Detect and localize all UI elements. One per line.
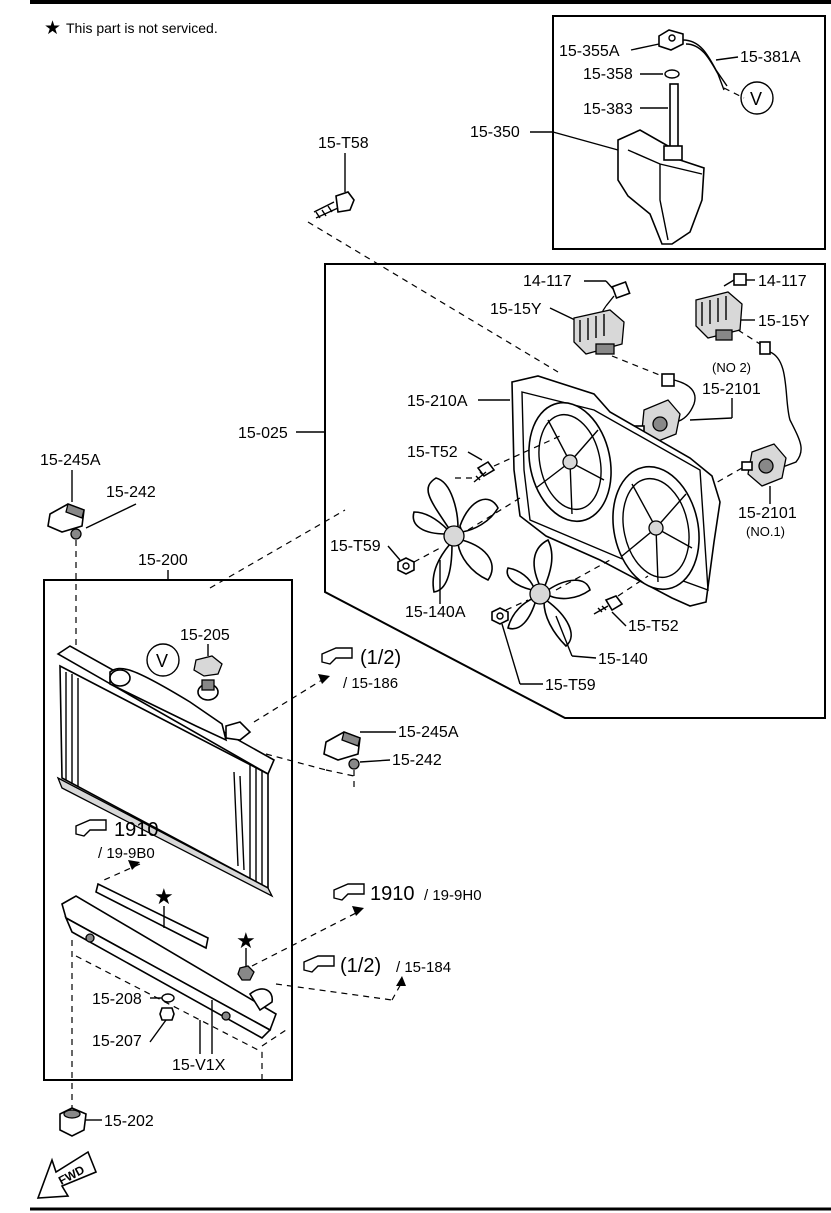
- label-15-V1X: 15-V1X: [172, 1057, 226, 1074]
- label-15-358: 15-358: [583, 66, 633, 83]
- label-15-383: 15-383: [583, 101, 633, 118]
- label-15-205: 15-205: [180, 627, 230, 644]
- ref-19-9B0[interactable]: 1910 / 19-9B0: [75, 819, 159, 862]
- screw-15-T52-a: [473, 460, 496, 483]
- label-15-242-a: 15-242: [106, 484, 156, 501]
- label-15-15Y-a: 15-15Y: [490, 301, 542, 318]
- ref-15-186-sub: / 15-186: [343, 675, 398, 692]
- oring-15-208: [161, 993, 175, 1003]
- mount-bushing-15-245A-b: [323, 731, 361, 761]
- ref-15-186-main: (1/2): [360, 647, 401, 669]
- label-15-140: 15-140: [598, 651, 648, 668]
- label-15-207: 15-207: [92, 1033, 142, 1050]
- wire-harness-no2: [673, 379, 696, 423]
- radiator-core: [56, 645, 276, 898]
- label-15-242-b: 15-242: [392, 752, 442, 769]
- fan-relay-b: [695, 291, 743, 341]
- fan-motor-no2: [633, 399, 681, 443]
- ref-15-184-sub: / 15-184: [396, 959, 451, 976]
- collar-15-242-a: [70, 528, 82, 540]
- mount-bushing-15-245A-a: [47, 503, 85, 533]
- connector-a: [661, 373, 675, 387]
- fwd-arrow-icon: FWD: [36, 1150, 98, 1199]
- v-mark-reservoir: [740, 81, 774, 115]
- label-no2: (NO 2): [712, 360, 751, 375]
- lower-mount-cushion-15-202: [59, 1107, 87, 1137]
- label-15-T59-b: 15-T59: [545, 677, 596, 694]
- label-15-140A: 15-140A: [405, 604, 466, 621]
- label-15-15Y-b: 15-15Y: [758, 313, 810, 330]
- star-icon: ★: [44, 18, 61, 39]
- star-icon-a: ★: [154, 884, 174, 909]
- label-14-117-a: 14-117: [523, 273, 572, 290]
- reservoir-cap: [658, 29, 728, 91]
- label-15-381A: 15-381A: [740, 49, 801, 66]
- ref-19-9B0-main: 1910: [114, 819, 159, 841]
- level-gauge: [669, 83, 679, 155]
- label-15-355A: 15-355A: [559, 43, 620, 60]
- collar-15-242-b: [348, 758, 360, 770]
- label-no1: (NO.1): [746, 524, 785, 539]
- label-15-T52-a: 15-T52: [407, 444, 458, 461]
- v-mark-radiator-text: V: [156, 651, 168, 671]
- pointing-hand-icon: [321, 647, 353, 665]
- label-15-208: 15-208: [92, 991, 142, 1008]
- v-mark-radiator: [146, 643, 180, 677]
- drain-seal-star: [237, 965, 255, 981]
- ref-19-9H0-main: 1910: [370, 883, 415, 905]
- nut-15-T59-b: [491, 607, 509, 625]
- fan-relay-a: [573, 309, 625, 355]
- connector-b: [759, 341, 771, 355]
- label-15-202: 15-202: [104, 1113, 154, 1130]
- pointing-hand-icon: [75, 819, 107, 837]
- radiator-lower-tank: [61, 882, 277, 1039]
- drain-plug-15-207: [159, 1007, 175, 1021]
- screw-14-117-b: [723, 273, 747, 287]
- label-15-245A-b: 15-245A: [398, 724, 459, 741]
- oring-15-358: [664, 69, 680, 79]
- label-15-210A: 15-210A: [407, 393, 468, 410]
- screw-15-T52-b: [593, 595, 624, 615]
- fan-motor-no1: [741, 443, 787, 487]
- screw-14-117-a: [605, 280, 631, 307]
- ref-19-9B0-sub: / 19-9B0: [98, 845, 155, 862]
- star-icon-b: ★: [236, 928, 256, 953]
- label-14-117-b: 14-117: [758, 273, 807, 290]
- label-15-T59-a: 15-T59: [330, 538, 381, 555]
- wire-harness-no1: [769, 351, 802, 469]
- pointing-hand-icon: [303, 955, 335, 973]
- label-15-2101-a: 15-2101: [702, 381, 761, 398]
- ref-15-184[interactable]: (1/2) / 15-184: [303, 955, 451, 977]
- ref-15-186-arrowhead: [318, 674, 330, 684]
- fan-module-frame: [324, 263, 826, 719]
- v-mark-reservoir-text: V: [750, 89, 762, 109]
- label-15-T52-b: 15-T52: [628, 618, 679, 635]
- radiator-cap: [193, 655, 223, 677]
- radiator-box: [43, 579, 293, 1081]
- label-15-245A-a: 15-245A: [40, 452, 101, 469]
- fan-blade-15-140A: [412, 477, 499, 593]
- radiator-filler-neck: [109, 667, 252, 742]
- label-15-025: 15-025: [238, 425, 288, 442]
- bolt-15-T58: [313, 191, 355, 219]
- nut-15-T59-a: [397, 557, 415, 575]
- label-15-2101-b: 15-2101: [738, 505, 797, 522]
- reservoir-tank: [617, 129, 705, 245]
- label-15-T58: 15-T58: [318, 135, 369, 152]
- ref-15-184-main: (1/2): [340, 955, 381, 977]
- pointing-hand-icon: [333, 883, 365, 901]
- ref-15-186[interactable]: (1/2) / 15-186: [321, 647, 401, 692]
- label-15-350: 15-350: [470, 124, 520, 141]
- label-15-200: 15-200: [138, 552, 188, 569]
- ref-19-9H0-sub: / 19-9H0: [424, 887, 482, 904]
- note-text: This part is not serviced.: [66, 20, 218, 36]
- fan-blade-15-140: [506, 538, 591, 648]
- fan-shroud: [511, 375, 721, 607]
- ref-19-9H0[interactable]: 1910 / 19-9H0: [333, 883, 482, 905]
